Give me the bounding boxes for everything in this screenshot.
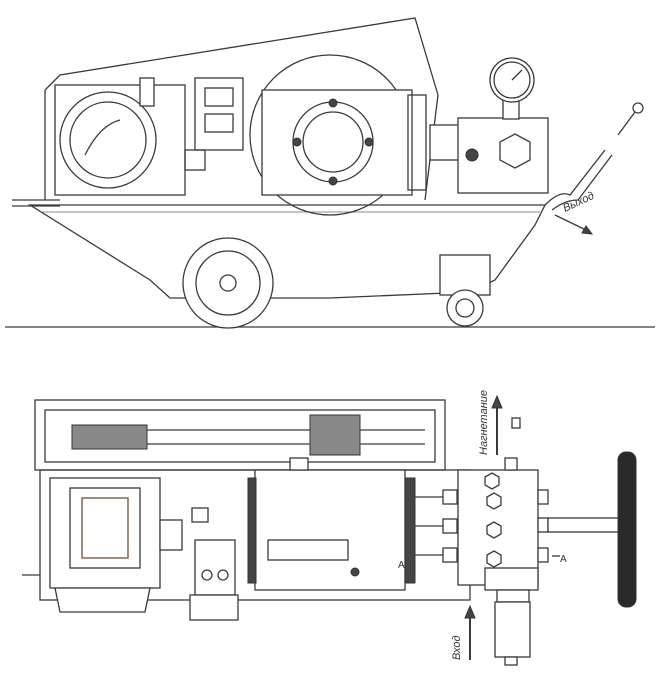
gearbox-plan — [247, 457, 416, 591]
pump-head — [429, 94, 549, 194]
electric-motor — [54, 77, 186, 196]
control-box — [184, 77, 244, 171]
relief-valve — [494, 589, 531, 666]
outlet-arrowhead — [581, 225, 594, 235]
caster-wheel — [439, 254, 491, 327]
discharge-arrowhead — [491, 394, 503, 409]
pump-block-plan — [415, 417, 549, 591]
belt-guard-plan — [34, 399, 446, 471]
section-mark-left: A — [398, 560, 405, 571]
large-wheel — [182, 237, 274, 329]
handle-grip — [617, 451, 637, 608]
inlet-arrowhead — [464, 604, 476, 619]
handle — [544, 149, 613, 211]
discharge-label: Нагнетание — [478, 390, 490, 455]
plan-view: Нагнетание Вход A A — [22, 390, 637, 666]
electric-motor-plan — [49, 477, 183, 613]
section-mark-right: A — [560, 554, 567, 565]
side-elevation-view: Выход — [5, 17, 655, 329]
gearbox — [261, 89, 427, 196]
handle-grip — [617, 102, 644, 136]
pressure-gauge — [489, 57, 535, 103]
inlet-label: Вход — [451, 635, 463, 660]
control-box-plan — [189, 507, 239, 621]
handle-plan — [547, 451, 637, 608]
